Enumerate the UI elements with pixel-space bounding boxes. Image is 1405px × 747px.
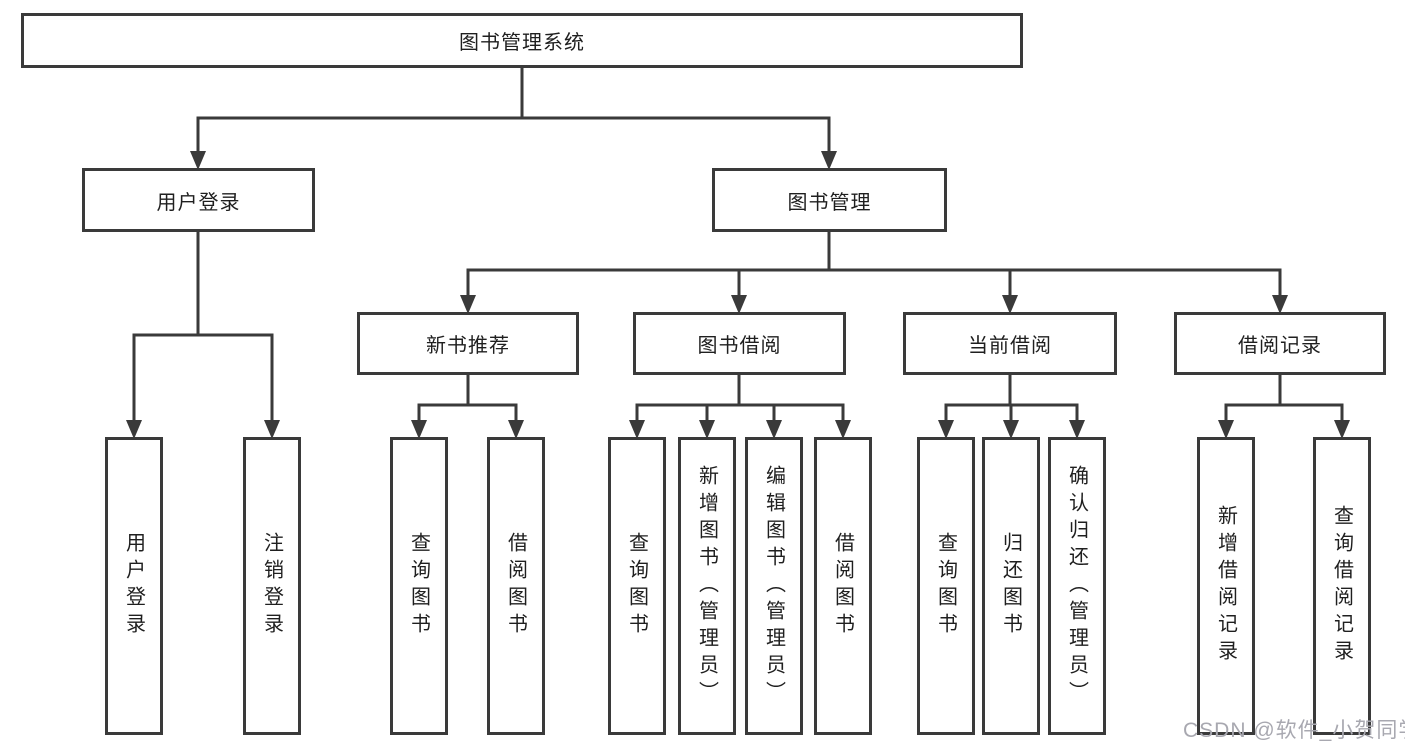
- leaf-query-book-recommend: 查询图书: [390, 437, 448, 735]
- leaf-borrow-book-recommend: 借阅图书: [487, 437, 545, 735]
- leaf-add-book-admin: 新增图书（管理员）: [678, 437, 736, 735]
- leaf-user-login-label: 用户登录: [122, 532, 145, 640]
- node-user-login-label: 用户登录: [156, 191, 241, 214]
- leaf-logout-label: 注销登录: [260, 532, 283, 640]
- leaf-edit-book-admin: 编辑图书（管理员）: [745, 437, 803, 735]
- node-current-borrow-label: 当前借阅: [968, 335, 1052, 357]
- leaf-borrow-book-borrow: 借阅图书: [814, 437, 872, 735]
- leaf-query-book-recommend-label: 查询图书: [407, 532, 430, 640]
- node-user-login: 用户登录: [82, 168, 315, 232]
- node-book-borrow: 图书借阅: [633, 312, 846, 375]
- node-new-book-recommend-label: 新书推荐: [426, 335, 510, 357]
- leaf-add-borrow-record: 新增借阅记录: [1197, 437, 1255, 735]
- leaf-borrow-book-borrow-label: 借阅图书: [831, 532, 854, 640]
- leaf-logout: 注销登录: [243, 437, 301, 735]
- csdn-watermark: CSDN @软件_小贺同学: [1183, 719, 1405, 742]
- connector-new-book-recommend-to-leaves: [411, 373, 524, 439]
- node-book-mgmt: 图书管理: [712, 168, 947, 232]
- node-borrow-record: 借阅记录: [1174, 312, 1386, 375]
- node-root: 图书管理系统: [21, 13, 1023, 68]
- leaf-return-book-label: 归还图书: [999, 532, 1022, 640]
- leaf-confirm-return-admin-label: 确认归还（管理员）: [1065, 464, 1088, 708]
- leaf-return-book: 归还图书: [982, 437, 1040, 735]
- leaf-query-book-current-label: 查询图书: [934, 532, 957, 640]
- node-book-mgmt-label: 图书管理: [787, 191, 872, 214]
- leaf-query-borrow-record: 查询借阅记录: [1313, 437, 1371, 735]
- node-borrow-record-label: 借阅记录: [1238, 335, 1322, 357]
- connector-user-login-to-leaves: [126, 230, 280, 439]
- node-new-book-recommend: 新书推荐: [357, 312, 579, 375]
- leaf-confirm-return-admin: 确认归还（管理员）: [1048, 437, 1106, 735]
- leaf-query-book-current: 查询图书: [917, 437, 975, 735]
- node-book-borrow-label: 图书借阅: [697, 335, 782, 357]
- connector-borrow-record-to-leaves: [1218, 373, 1350, 439]
- node-current-borrow: 当前借阅: [903, 312, 1117, 375]
- leaf-query-borrow-record-label: 查询借阅记录: [1330, 505, 1353, 667]
- node-root-label: 图书管理系统: [459, 32, 585, 54]
- leaf-borrow-book-recommend-label: 借阅图书: [504, 532, 527, 640]
- leaf-query-book-borrow-label: 查询图书: [625, 532, 648, 640]
- connector-current-borrow-to-leaves: [938, 373, 1085, 439]
- leaf-query-book-borrow: 查询图书: [608, 437, 666, 735]
- leaf-user-login: 用户登录: [105, 437, 163, 735]
- leaf-add-borrow-record-label: 新增借阅记录: [1214, 505, 1237, 667]
- connector-book-borrow-to-leaves: [629, 373, 851, 439]
- connector-root-to-level2: [190, 66, 837, 170]
- leaf-add-book-admin-label: 新增图书（管理员）: [695, 464, 718, 708]
- leaf-edit-book-admin-label: 编辑图书（管理员）: [762, 464, 785, 708]
- connector-book-mgmt-to-level3: [460, 230, 1288, 314]
